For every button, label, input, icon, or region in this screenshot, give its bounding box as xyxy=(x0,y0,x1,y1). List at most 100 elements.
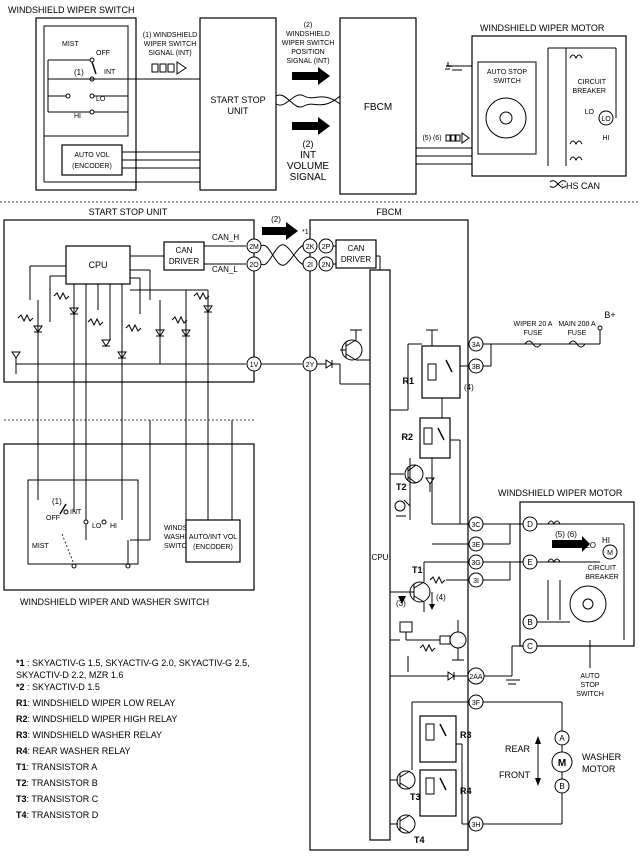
auto-stop-2: STOP xyxy=(581,682,600,689)
ssu-cpu-label: CPU xyxy=(88,260,107,270)
label-3: (3) xyxy=(396,599,406,608)
motor-term-E-label: E xyxy=(527,558,532,567)
legend-item-4: R2: WINDSHIELD WIPER HIGH RELAY xyxy=(16,714,177,724)
motor-term-D-label: D xyxy=(527,520,533,529)
top-fbcm xyxy=(339,17,417,195)
legend-item-8: T2: TRANSISTOR B xyxy=(16,778,98,788)
relay-r2 xyxy=(419,417,451,459)
ssu-title: START STOP UNIT xyxy=(89,207,168,217)
ww-switch-title: WINDSHIELD WIPER AND WASHER SWITCH xyxy=(20,597,209,607)
transistor-t1 xyxy=(390,561,469,612)
transistor-t3 xyxy=(396,770,416,790)
auto-stop-3: SWITCH xyxy=(576,691,604,698)
washer-motor-1: WASHER xyxy=(582,752,622,762)
top-hi-terminal: HI xyxy=(603,135,610,142)
washer-front-label: FRONT xyxy=(499,770,530,780)
legend-item-9: T3: TRANSISTOR C xyxy=(16,794,99,804)
motor-m-symbol xyxy=(602,544,618,560)
ssu-can-h: CAN_H xyxy=(212,233,239,242)
ssu-diodes xyxy=(33,305,213,359)
motor-term-B-label: B xyxy=(527,618,532,627)
fbcm-can-driver-1: CAN xyxy=(348,244,365,253)
ssu-box xyxy=(3,219,255,383)
ww-aiv-1: AUTO/INT VOL xyxy=(189,534,237,541)
ww-auto-int-vol xyxy=(185,519,241,563)
top-off-label: OFF xyxy=(96,50,110,57)
fbcm-relay-wiring xyxy=(390,329,469,545)
term-3H-label: 3H xyxy=(472,822,481,829)
legend-item-3: R1: WINDSHIELD WIPER LOW RELAY xyxy=(16,698,175,708)
top-sig2-a: (2) xyxy=(304,22,313,29)
top-sig56-label: (5) (6) xyxy=(422,135,441,142)
top-sig2-b: WINDSHIELD xyxy=(286,31,330,38)
top-hi-label: HI xyxy=(74,113,81,120)
top-fbcm-label: FBCM xyxy=(364,102,392,113)
top-motor-title: WINDSHIELD WIPER MOTOR xyxy=(480,23,605,33)
motor-label-56: (5) (6) xyxy=(555,530,577,539)
main-fuse-symbol xyxy=(568,340,586,348)
top-auto-vol-box xyxy=(61,144,123,176)
ww-switch-label-1: (1) xyxy=(52,497,62,506)
relay-r4-label: R4 xyxy=(460,786,472,796)
top-sig1-b: WIPER SWITCH xyxy=(144,41,197,48)
term-2AA-label: 2AA xyxy=(469,674,483,681)
washer-motor-2: MOTOR xyxy=(582,764,616,774)
ww-mist-label: MIST xyxy=(32,543,49,550)
relay-r3 xyxy=(419,715,457,763)
top-cb-2: BREAKER xyxy=(573,88,606,95)
relay-r2-label: R2 xyxy=(401,432,413,442)
fbcm-can-driver-2: DRIVER xyxy=(341,255,371,264)
ssu-can-l: CAN_L xyxy=(212,265,238,274)
motor-term-C-label: C xyxy=(527,642,533,651)
motor-lo-label: LO xyxy=(585,541,596,550)
ssu-resistors xyxy=(17,291,210,333)
motor-cb-2: BREAKER xyxy=(585,574,618,581)
legend-item-1: SKYACTIV-D 2.2, MZR 1.6 xyxy=(16,670,123,680)
can-label-2: (2) xyxy=(271,215,281,224)
ww-switch-wiring xyxy=(4,419,254,569)
top-sig2-c: WIPER SWITCH xyxy=(282,40,335,47)
term-3I-label: 3I xyxy=(473,578,479,585)
fbcm-auto-stop-input xyxy=(390,620,468,681)
top-sig2-d: POSITION xyxy=(291,49,324,56)
transistor-t4 xyxy=(396,814,416,834)
ssu-internal-wiring xyxy=(11,265,246,420)
fbcm-input-transistor xyxy=(317,329,370,385)
top-switch-title: WINDSHIELD WIPER SWITCH xyxy=(8,5,135,15)
ww-lo-label: LO xyxy=(92,523,102,530)
t3-label: T3 xyxy=(410,792,421,802)
top-sig1-c: SIGNAL (INT) xyxy=(148,50,191,57)
top-sig1-arrow xyxy=(151,61,187,75)
top-sig2-arrow xyxy=(292,67,330,85)
term-2K-label: 2K xyxy=(306,244,315,251)
t4-label: T4 xyxy=(414,835,425,845)
term-3C-label: 3C xyxy=(472,522,481,529)
top-auto-vol-label: AUTO VOL xyxy=(74,152,109,159)
legend-item-0: *1 : SKYACTIV-G 1.5, SKYACTIV-G 2.0, SKY… xyxy=(16,658,250,668)
ww-hi-label: HI xyxy=(110,523,117,530)
bplus-label: B+ xyxy=(604,310,615,320)
ww-int-label: INT xyxy=(70,509,82,516)
motor-hi-label: HI xyxy=(602,536,610,545)
top-m-label: LO xyxy=(601,116,611,123)
top-cb-1: CIRCUIT xyxy=(578,79,607,86)
top-mist-label: MIST xyxy=(62,41,79,48)
top-auto-stop-cam xyxy=(485,97,527,139)
top-encoder-label: (ENCODER) xyxy=(72,163,112,170)
main-fuse-2: FUSE xyxy=(568,330,587,337)
top-sig3-a: (2) xyxy=(303,139,314,149)
legend-item-10: T4: TRANSISTOR D xyxy=(16,810,99,820)
wiper-fuse-1: WIPER 20 A xyxy=(514,321,553,328)
term-2O-label: 2O xyxy=(249,262,259,269)
term-2I xyxy=(302,256,318,272)
motor-auto-stop-cam xyxy=(569,585,607,623)
top-can-twisted xyxy=(275,94,341,108)
can-twisted-pair xyxy=(260,244,311,266)
top-auto-stop-2: SWITCH xyxy=(493,78,521,85)
term-3A-label: 3A xyxy=(472,342,481,349)
top-sig2-e: SIGNAL (INT) xyxy=(286,58,329,65)
can-signal-arrow xyxy=(262,222,298,240)
label-4-a: (4) xyxy=(464,383,474,392)
ww-washer-3: SWITCH xyxy=(164,543,192,550)
